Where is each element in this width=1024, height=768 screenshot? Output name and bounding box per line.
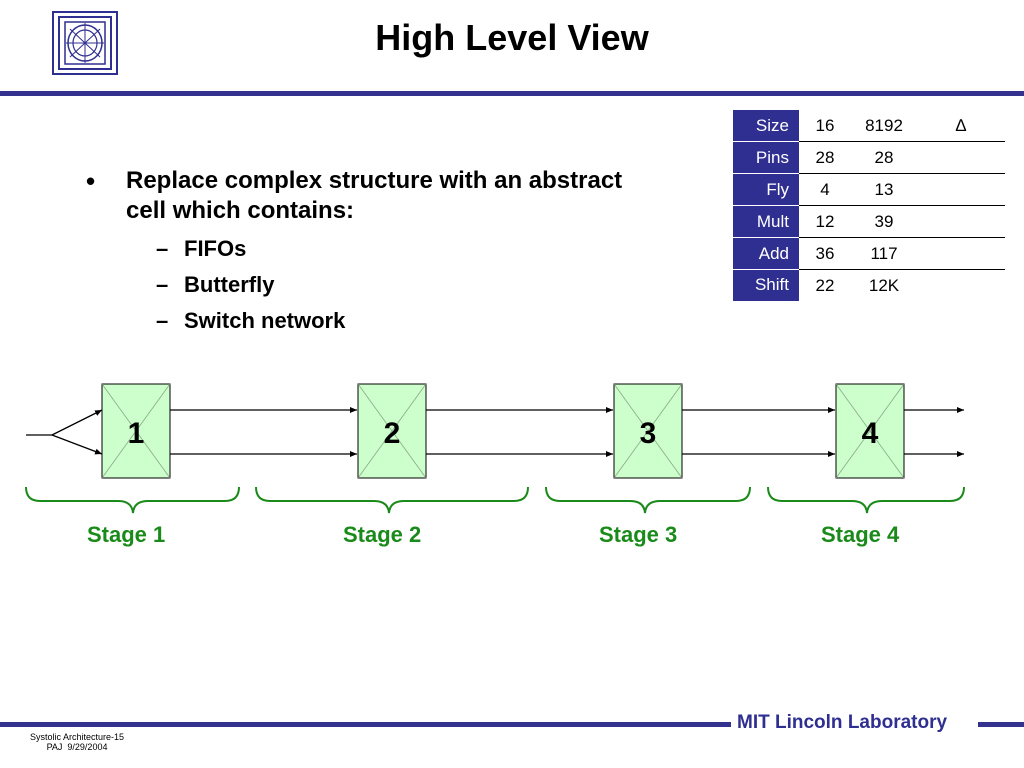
row-header: Fly <box>733 173 799 206</box>
stage-4-label: Stage 4 <box>821 522 900 547</box>
row-header: Pins <box>733 141 799 174</box>
cell-label: 1 <box>128 417 145 450</box>
table-cell: 8192 <box>851 110 917 142</box>
bullet-item: • Replace complex structure with an abst… <box>86 166 646 226</box>
table-cell: 12K <box>868 275 900 295</box>
table-cell <box>917 173 1005 206</box>
table-row: Mult 12 39 <box>733 205 1005 238</box>
bullet-text: Replace complex structure with an abstra… <box>126 167 623 224</box>
sub-bullet-dash: – <box>156 308 169 333</box>
table-row: Add 36 117 <box>733 237 1005 270</box>
table-cell <box>917 205 1005 238</box>
stage-1-brace <box>25 486 240 514</box>
row-header: Mult <box>733 205 799 238</box>
table-cell: 22 <box>815 275 835 295</box>
cell-label: 2 <box>384 417 401 450</box>
stage-2-brace <box>255 486 529 514</box>
bullet-dot: • <box>86 166 96 196</box>
table-cell: 13 <box>851 173 917 206</box>
table-cell <box>917 141 1005 174</box>
stage-3-brace <box>545 486 751 514</box>
sub-bullet-text: FIFOs <box>184 236 247 261</box>
stage-4-brace <box>767 486 965 514</box>
row-header: Add <box>733 237 799 270</box>
table-row: Size 16 8192 ∆ <box>733 110 1005 142</box>
stage-3-label: Stage 3 <box>599 522 678 547</box>
fork-lower <box>51 434 103 455</box>
table-cell: 4 <box>799 173 851 206</box>
slide-footer: Systolic Architecture-15 PAJ 9/29/2004 <box>30 732 124 752</box>
table-row: Shift 22 12K <box>733 269 1005 302</box>
sub-bullet-dash: – <box>156 272 169 297</box>
header-rule <box>0 91 1024 96</box>
sub-bullet-text: Butterfly <box>184 272 275 297</box>
table-cell: ∆ <box>917 110 1005 142</box>
footer-rule-left <box>0 722 731 727</box>
sub-bullet-text: Switch network <box>184 308 346 333</box>
bullet-list: • Replace complex structure with an abst… <box>86 166 646 334</box>
cell-4: 4 <box>835 383 905 479</box>
footer-rule-right <box>978 722 1024 727</box>
stage-1-label: Stage 1 <box>87 522 166 547</box>
table-cell: 117 <box>851 237 917 270</box>
slide-title: High Level View <box>375 17 649 58</box>
table-row: Pins 28 28 <box>733 141 1005 174</box>
table-cell: 36 <box>799 237 851 270</box>
mit-ll-logo <box>52 11 118 75</box>
row-header: Shift <box>733 269 799 302</box>
author-date: PAJ 9/29/2004 <box>46 742 108 752</box>
row-header: Size <box>733 110 799 142</box>
slide-id: Systolic Architecture-15 <box>30 732 125 742</box>
cell-1: 1 <box>101 383 171 479</box>
cell-label: 4 <box>862 417 879 450</box>
sub-bullet-switch-network: – Switch network <box>86 308 646 334</box>
lab-name: MIT Lincoln Laboratory <box>737 712 948 733</box>
resource-table: Size 16 8192 ∆ Pins 28 28 Fly 4 13 Mult … <box>733 110 1005 302</box>
pipeline-diagram: 1 2 3 4 <box>25 383 965 514</box>
table-cell: 12 <box>799 205 851 238</box>
cell-label: 3 <box>640 417 657 450</box>
cell-2: 2 <box>357 383 427 479</box>
stage-2-label: Stage 2 <box>343 522 422 547</box>
cell-3: 3 <box>613 383 683 479</box>
table-cell: 39 <box>851 205 917 238</box>
table-cell <box>917 237 1005 270</box>
table-row: Fly 4 13 <box>733 173 1005 206</box>
table-cell <box>917 270 1005 302</box>
fork-upper <box>51 409 103 436</box>
sub-bullet-dash: – <box>156 236 169 261</box>
table-cell: 16 <box>799 110 851 142</box>
table-cell: 28 <box>851 141 917 174</box>
sub-bullet-butterfly: – Butterfly <box>86 272 646 298</box>
table-cell: 28 <box>799 141 851 174</box>
sub-bullet-fifos: – FIFOs <box>86 236 646 262</box>
